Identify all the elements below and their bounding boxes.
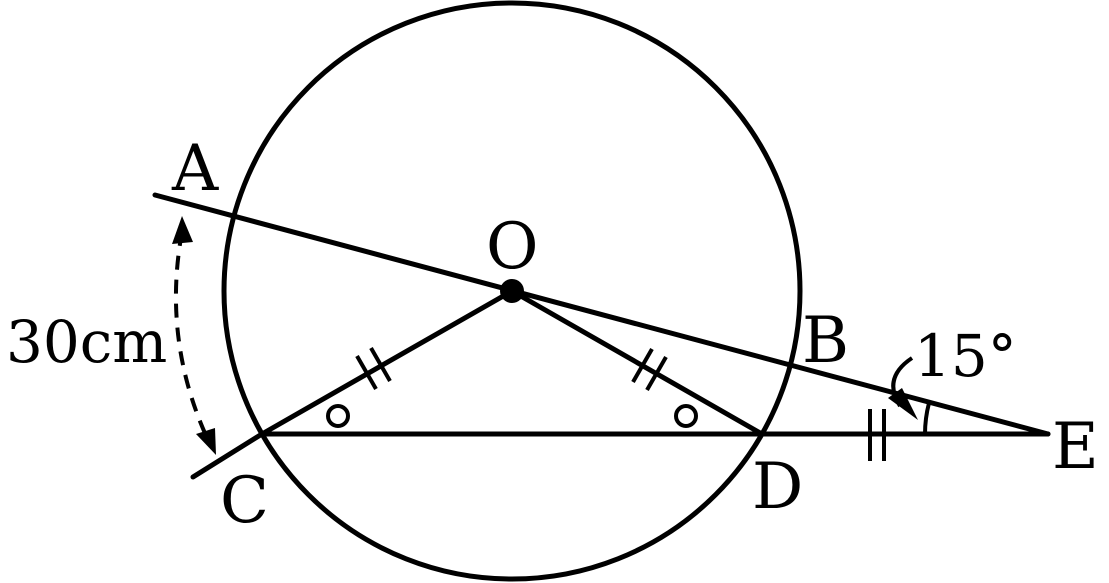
segment-oc bbox=[259, 288, 515, 437]
label-e: E bbox=[1052, 410, 1099, 484]
dimension-arrow bbox=[174, 231, 210, 441]
dimension-arrowhead-top bbox=[172, 216, 193, 244]
dimension-arrowhead-bottom bbox=[196, 428, 216, 455]
angle-marker-c bbox=[326, 404, 350, 428]
tick-marks-oc bbox=[355, 347, 392, 390]
angle-pointer-arrowhead bbox=[888, 388, 918, 420]
angle-marker-d bbox=[674, 404, 698, 428]
segment-od bbox=[509, 288, 765, 437]
line-c-extension bbox=[190, 431, 265, 480]
center-point-o bbox=[500, 279, 524, 303]
circle bbox=[221, 0, 803, 582]
angle-label: 15° bbox=[914, 322, 1017, 390]
label-b: B bbox=[802, 304, 849, 378]
line-ae bbox=[152, 192, 1051, 437]
angle-arc-e bbox=[923, 402, 931, 435]
label-o: O bbox=[486, 210, 538, 284]
length-label: 30cm bbox=[6, 308, 167, 376]
label-d: D bbox=[752, 450, 803, 524]
label-c: C bbox=[220, 464, 269, 538]
tick-marks-de bbox=[868, 409, 886, 461]
label-a: A bbox=[171, 132, 219, 206]
tick-marks-od bbox=[631, 348, 668, 391]
